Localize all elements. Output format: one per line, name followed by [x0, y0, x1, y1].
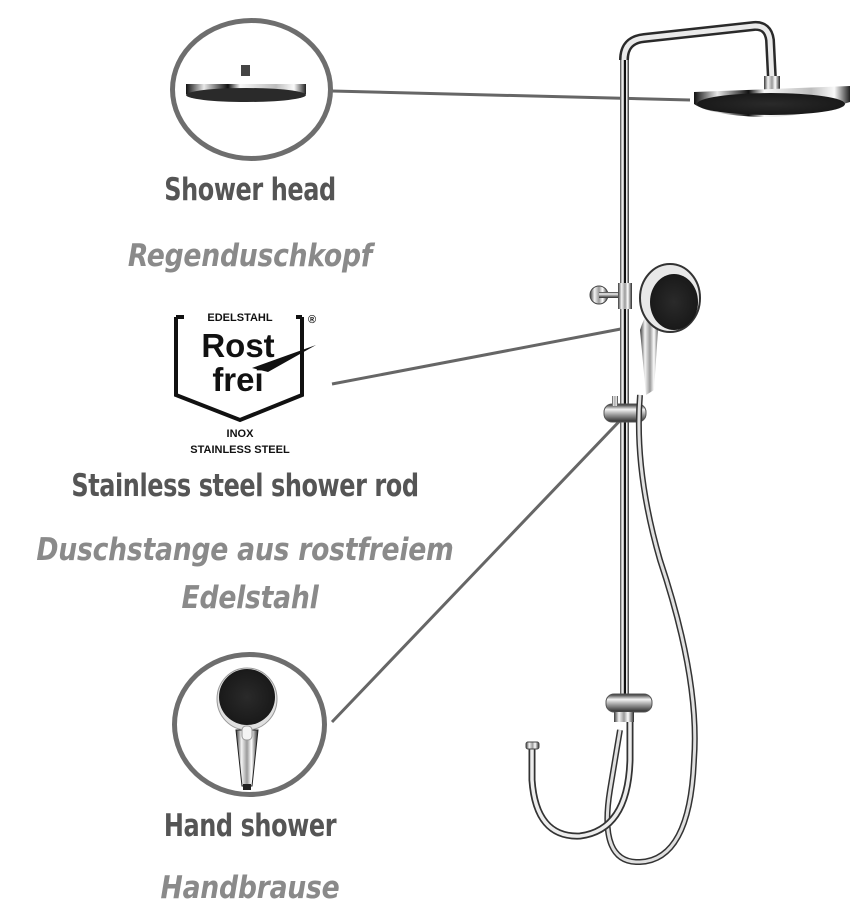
shower-head-icon-circle	[170, 18, 333, 161]
shower-head-title: Shower head	[164, 172, 336, 208]
callout-line-hand-shower	[330, 406, 634, 724]
hand-shower-title: Hand shower	[163, 808, 337, 844]
shower-rod-title: Stainless steel shower rod	[71, 468, 419, 504]
rain-shower-head	[694, 86, 850, 118]
callout-line-shower-rod	[331, 326, 627, 386]
shower-rod-subtitle-line2: Edelstahl	[181, 580, 319, 616]
hand-shower-mounted	[639, 263, 701, 395]
shower-head-subtitle: Regenduschkopf	[127, 238, 373, 274]
shower-rod-subtitle-line1: Duschstange aus rostfreiem	[36, 532, 454, 568]
callout-line-shower-head	[331, 89, 691, 102]
hand-shower-subtitle: Handbrause	[160, 870, 340, 906]
hand-shower-icon-circle	[172, 652, 327, 797]
